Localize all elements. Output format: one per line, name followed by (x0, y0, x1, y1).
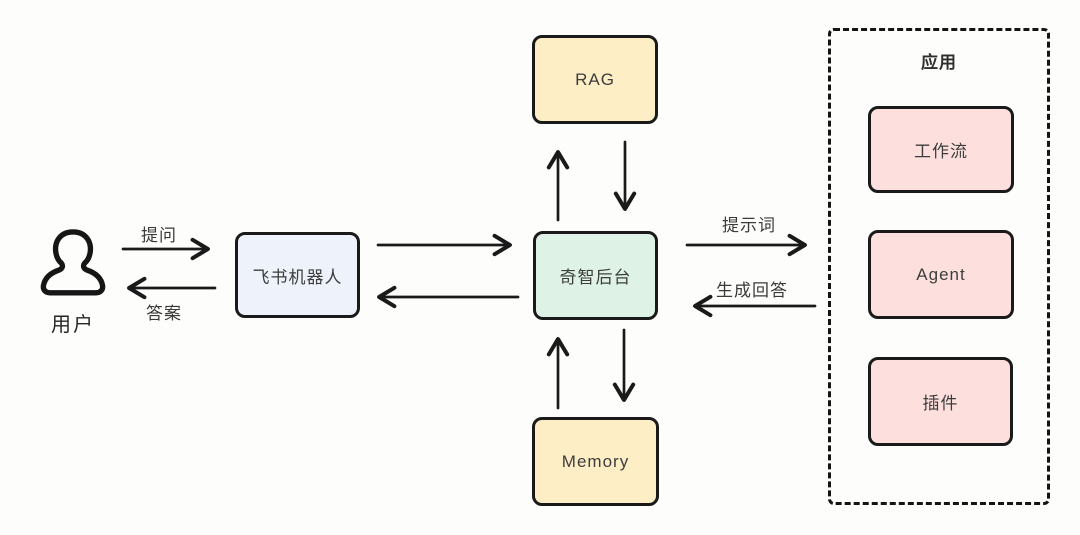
edge-label-prompt: 提示词 (722, 216, 776, 235)
user-icon (40, 229, 106, 296)
user-figure: 用户 (31, 228, 115, 337)
node-memory-label: Memory (561, 451, 630, 471)
edge-label-answer: 答案 (146, 304, 182, 323)
node-rag-label: RAG (575, 69, 615, 89)
node-workflow-label: 工作流 (914, 142, 968, 161)
node-agent: Agent (868, 230, 1014, 319)
node-plugin-label: 插件 (922, 394, 959, 413)
node-plugin: 插件 (868, 357, 1013, 446)
group-app: 应用 (828, 28, 1050, 505)
node-backend: 奇智后台 (533, 231, 658, 320)
edge-label-generated-answer: 生成回答 (716, 281, 788, 300)
user-label: 用户 (51, 314, 95, 336)
edge-label-ask: 提问 (141, 226, 177, 245)
group-app-title: 应用 (921, 53, 957, 72)
node-rag: RAG (532, 35, 658, 124)
node-feishu-bot: 飞书机器人 (235, 232, 360, 318)
node-agent-label: Agent (916, 264, 966, 284)
node-feishu-bot-label: 飞书机器人 (252, 267, 343, 287)
node-backend-label: 奇智后台 (559, 268, 632, 287)
node-memory: Memory (532, 417, 659, 506)
node-workflow: 工作流 (868, 106, 1014, 193)
